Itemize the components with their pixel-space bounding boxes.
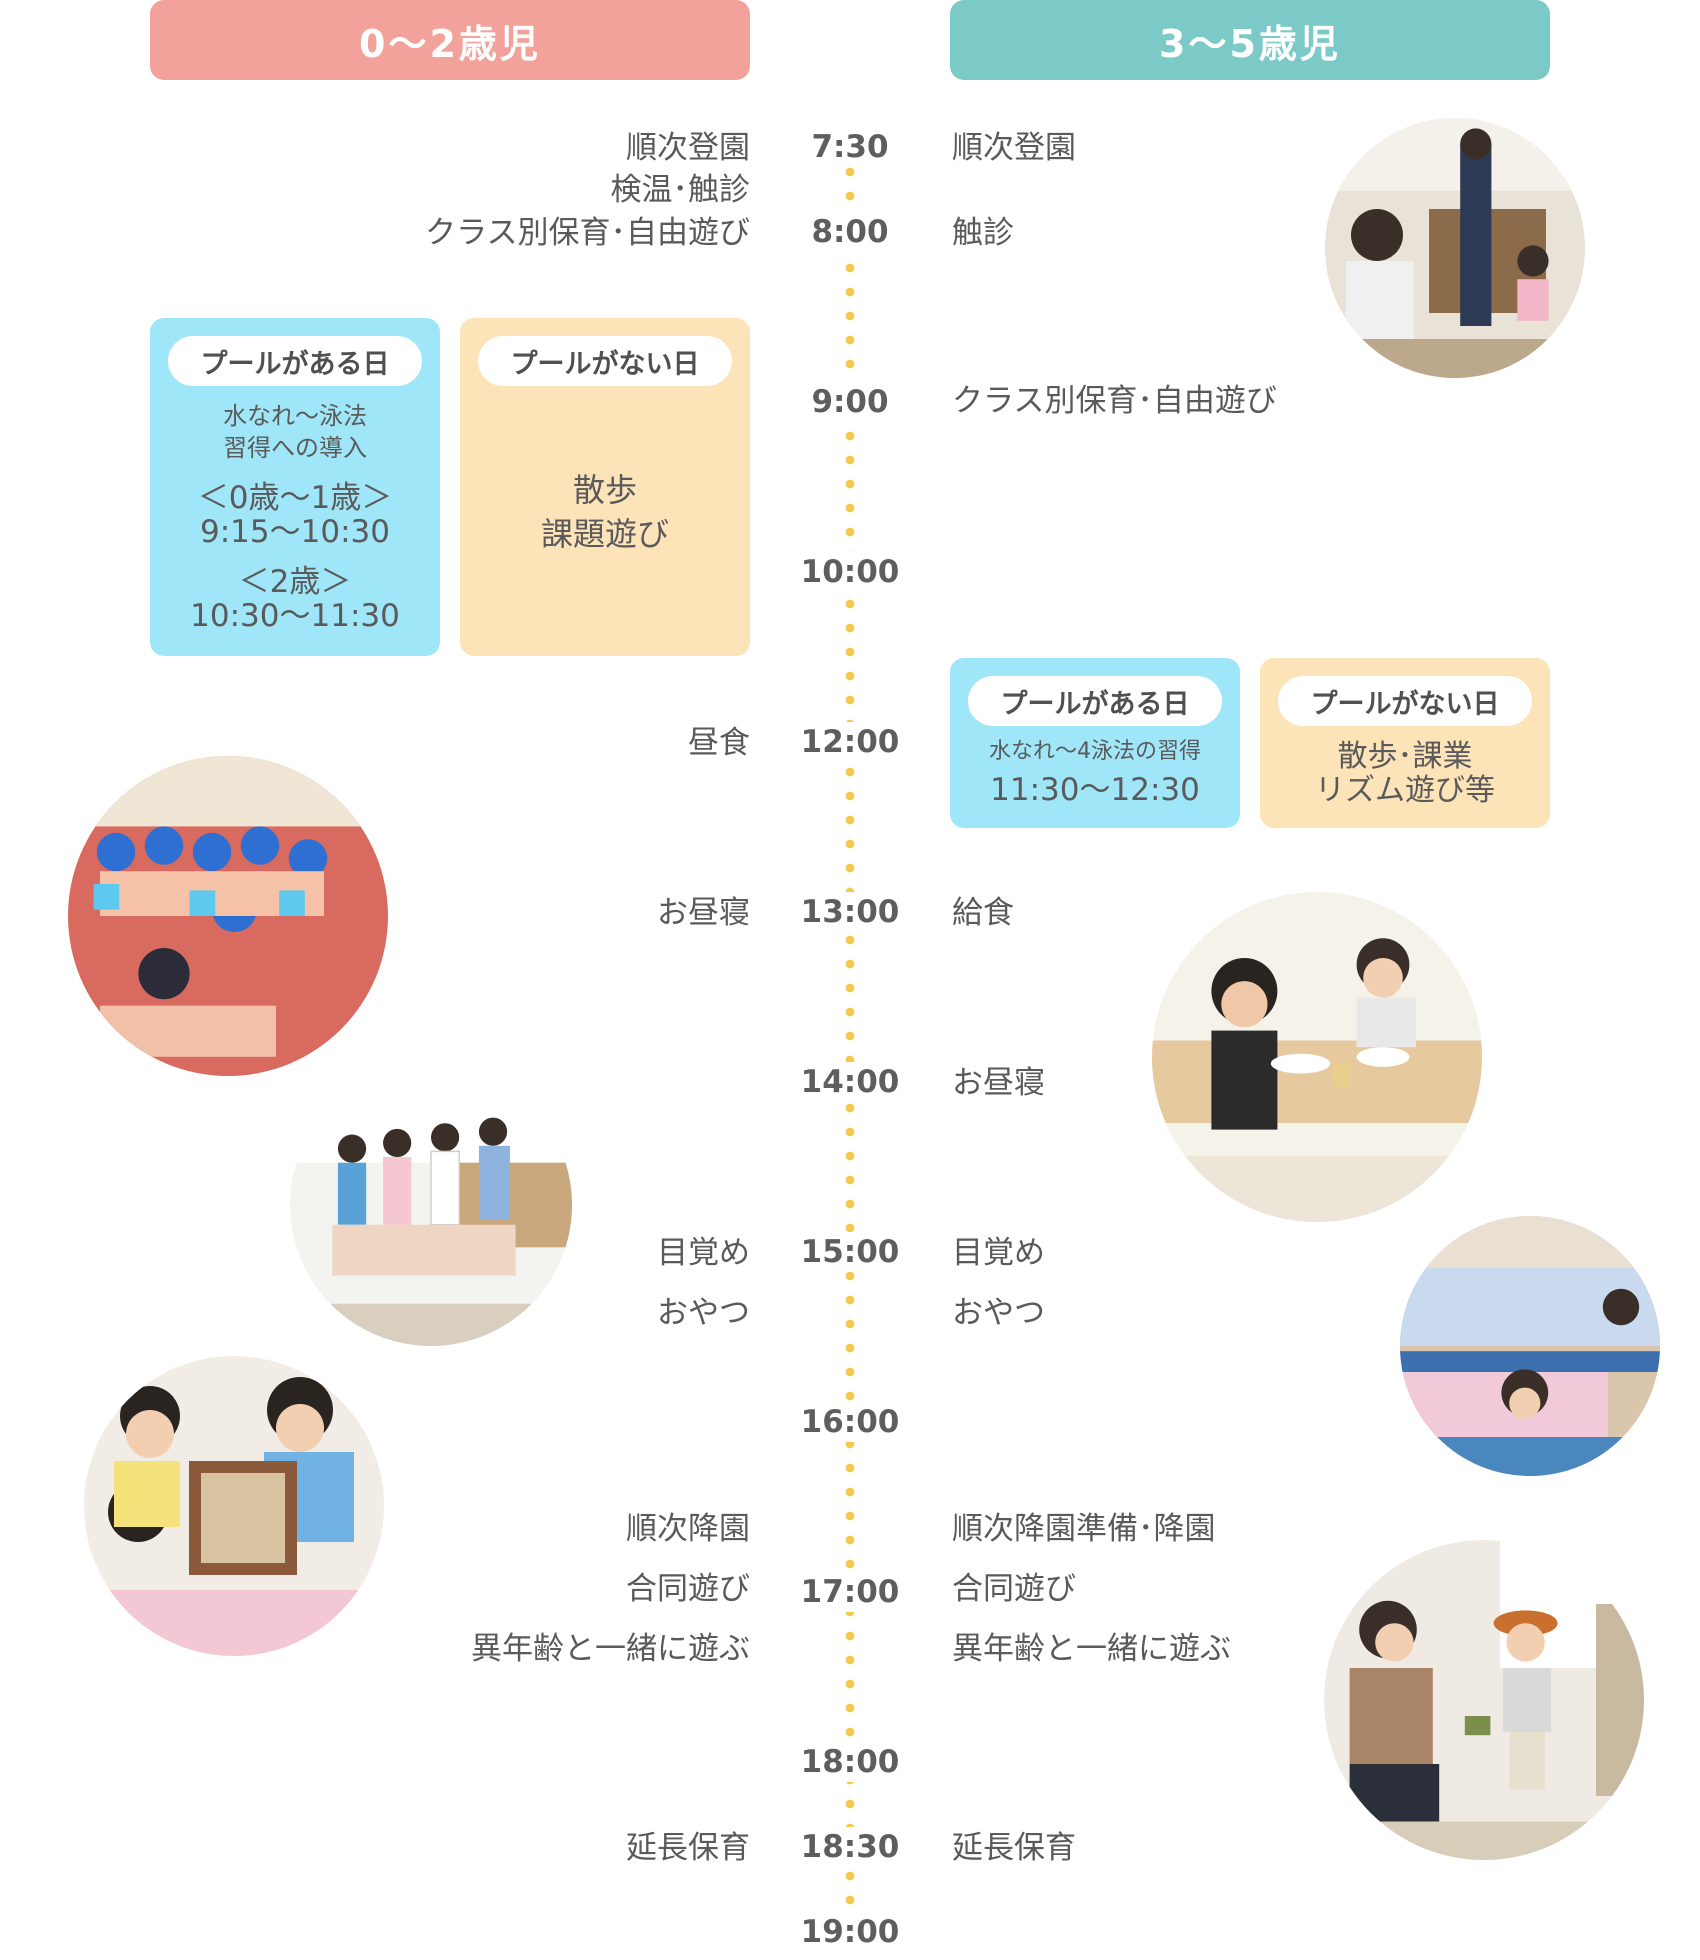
- left-no-pool-walk: 散歩: [572, 471, 637, 509]
- time-1300: 13:00: [790, 892, 910, 932]
- left-pool-desc-1: 水なれ〜泳法: [223, 402, 367, 430]
- time-1900: 19:00: [790, 1912, 910, 1952]
- right-arrival: 順次登園: [952, 130, 1076, 166]
- right-no-pool-rhythm: リズム遊び等: [1315, 773, 1495, 808]
- right-pool-time: 11:30〜12:30: [990, 772, 1200, 808]
- time-1400: 14:00: [790, 1062, 910, 1102]
- left-joint-play: 合同遊び: [626, 1571, 750, 1607]
- header-0-2-years: 0〜2歳児: [150, 0, 750, 80]
- photo-lunch: [1152, 892, 1482, 1222]
- right-joint-play: 合同遊び: [952, 1571, 1076, 1607]
- left-arrival: 順次登園: [626, 130, 750, 166]
- time-1600: 16:00: [790, 1402, 910, 1442]
- timeline-dots: [844, 160, 856, 1930]
- left-pool-time-0-1: 9:15〜10:30: [200, 514, 390, 550]
- right-wake: 目覚め: [952, 1235, 1045, 1271]
- time-1800: 18:00: [790, 1742, 910, 1782]
- left-pool-age-2: ＜2歳＞: [238, 564, 352, 600]
- left-pool-desc-2: 習得への導入: [223, 434, 367, 462]
- header-3-5-years: 3〜5歳児: [950, 0, 1550, 80]
- right-extended-care: 延長保育: [952, 1830, 1076, 1866]
- left-lunch: 昼食: [688, 725, 750, 761]
- photo-picture-book: [84, 1356, 384, 1656]
- left-no-pool-day-label: プールがない日: [478, 336, 732, 386]
- left-mixed-age: 異年齢と一緒に遊ぶ: [471, 1631, 750, 1667]
- right-health-check: 触診: [952, 215, 1014, 251]
- right-snack: おやつ: [952, 1295, 1045, 1331]
- time-1000: 10:00: [790, 552, 910, 592]
- right-leave: 順次降園準備･降園: [952, 1511, 1216, 1547]
- time-0800: 8:00: [790, 212, 910, 252]
- time-1700: 17:00: [790, 1572, 910, 1612]
- photo-nap: [1400, 1216, 1660, 1476]
- time-1200: 12:00: [790, 722, 910, 762]
- right-mixed-age: 異年齢と一緒に遊ぶ: [952, 1631, 1231, 1667]
- right-no-pool-day-label: プールがない日: [1278, 676, 1532, 726]
- photo-rhythm-play: [290, 1064, 572, 1346]
- time-0730: 7:30: [790, 127, 910, 167]
- left-health-check: 検温･触診: [610, 172, 751, 208]
- time-0900: 9:00: [790, 382, 910, 422]
- left-pool-time-2: 10:30〜11:30: [190, 598, 400, 634]
- left-class-play: クラス別保育･自由遊び: [425, 215, 750, 251]
- right-pool-desc: 水なれ〜4泳法の習得: [989, 739, 1201, 764]
- left-extended-care: 延長保育: [626, 1830, 750, 1866]
- left-pool-day-box: プールがある日 水なれ〜泳法 習得への導入 ＜0歳〜1歳＞ 9:15〜10:30…: [150, 318, 440, 656]
- photo-pickup: [1324, 1540, 1644, 1860]
- left-nap: お昼寝: [657, 895, 750, 931]
- time-1500: 15:00: [790, 1232, 910, 1272]
- left-leave: 順次降園: [626, 1511, 750, 1547]
- time-1830: 18:30: [790, 1827, 910, 1867]
- photo-pool: [68, 756, 388, 1076]
- right-class-play: クラス別保育･自由遊び: [952, 383, 1277, 419]
- photo-arrival: [1325, 118, 1585, 378]
- right-pool-day-box: プールがある日 水なれ〜4泳法の習得 11:30〜12:30: [950, 658, 1240, 828]
- left-no-pool-day-box: プールがない日 散歩 課題遊び: [460, 318, 750, 656]
- left-snack: おやつ: [657, 1295, 750, 1331]
- right-pool-day-label: プールがある日: [968, 676, 1222, 726]
- right-no-pool-day-box: プールがない日 散歩･課業 リズム遊び等: [1260, 658, 1550, 828]
- left-pool-day-label: プールがある日: [168, 336, 422, 386]
- left-wake: 目覚め: [657, 1235, 750, 1271]
- left-pool-age-0-1: ＜0歳〜1歳＞: [197, 480, 393, 516]
- right-no-pool-walk: 散歩･課業: [1337, 739, 1473, 774]
- right-nap: お昼寝: [952, 1065, 1045, 1101]
- left-no-pool-tasks: 課題遊び: [540, 515, 669, 553]
- right-lunch: 給食: [952, 895, 1014, 931]
